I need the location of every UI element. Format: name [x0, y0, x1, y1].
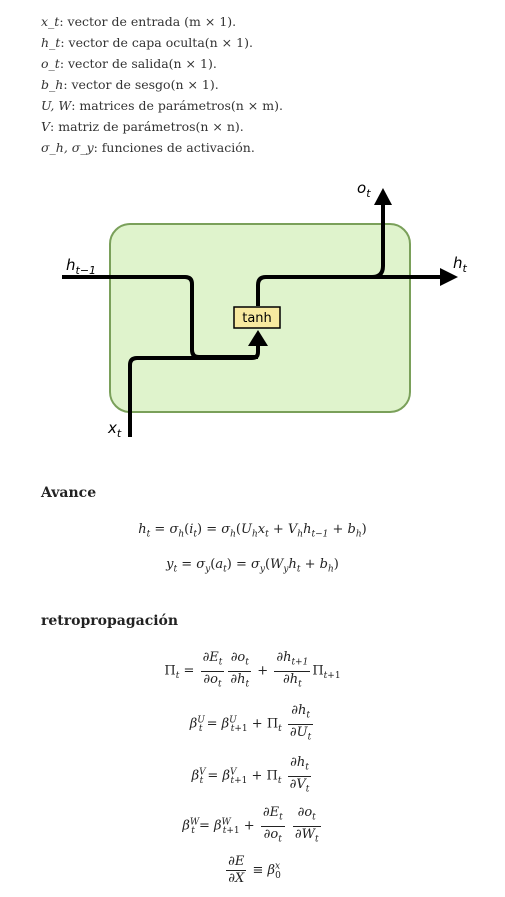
tanh-box — [233, 306, 281, 329]
tanh-input-arrow — [248, 330, 268, 346]
equation-backprop-beta-v: βVt = βVt+1 + Πt ∂ht∂Vt — [191, 755, 312, 795]
definitions-list: x_t: vector de entrada (m × 1). h_t: vec… — [41, 11, 283, 158]
definition-item: o_t: vector de salida(n × 1). — [41, 56, 217, 71]
output-path — [371, 204, 385, 279]
section-title-forward: Avance — [41, 485, 97, 501]
equation-forward-output: yt = σy(at) = σy(Wyht + bh) — [166, 557, 339, 575]
equation-backprop-beta-u: βUt = βUt+1 + Πt ∂ht∂Ut — [189, 703, 314, 743]
hidden-arrow — [440, 268, 458, 286]
definition-item: h_t: vector de capa oculta(n × 1). — [41, 35, 253, 50]
output-arrow — [374, 188, 392, 205]
output-label: ot — [357, 179, 371, 200]
definition-item: x_t: vector de entrada (m × 1). — [41, 14, 237, 29]
equation-backprop-beta-w: βWt = βWt+1 + ∂Et∂ot ∂ot∂Wt — [182, 805, 321, 845]
rnn-cell-diagram: tanh ht−1 ht ot xt — [62, 179, 468, 440]
hidden-label: ht — [453, 254, 468, 275]
prev-hidden-label: ht−1 — [66, 256, 96, 277]
hidden-path — [256, 275, 443, 306]
definition-item: σ_h, σ_y: funciones de activación. — [41, 140, 255, 155]
section-title-backprop: retropropagación — [41, 613, 179, 629]
definition-item: b_h: vector de sesgo(n × 1). — [41, 77, 219, 92]
equation-backprop-input-grad: ∂E∂X ≡ βx0 — [226, 854, 281, 886]
definition-item: V: matriz de parámetros(n × n). — [41, 119, 244, 134]
input-path — [128, 340, 260, 437]
equation-forward-hidden: ht = σh(it) = σh(Uhxt + Vhht−1 + bh) — [138, 522, 367, 540]
tanh-label: tanh — [242, 311, 272, 326]
input-label: xt — [107, 419, 122, 440]
definition-item: U, W: matrices de parámetros(n × m). — [41, 98, 283, 113]
